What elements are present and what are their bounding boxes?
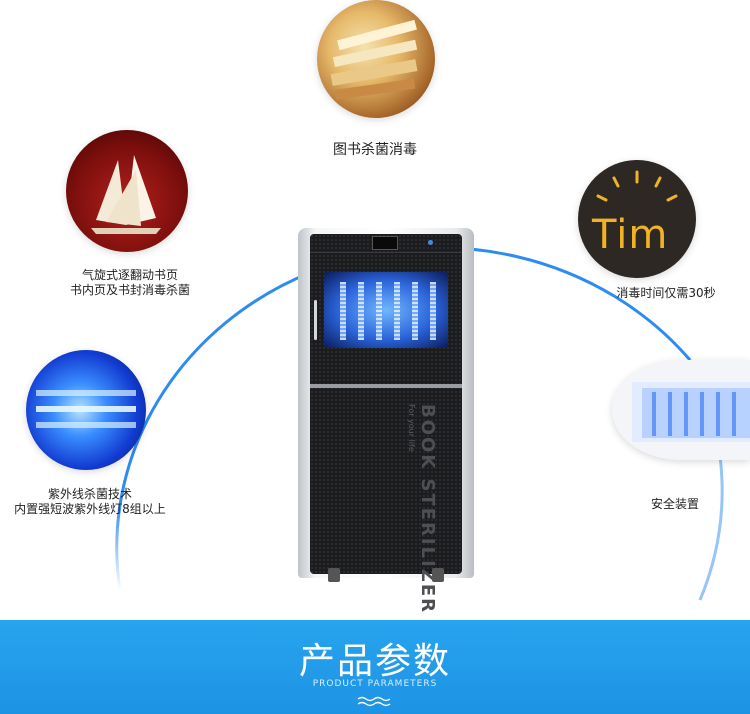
book-rack	[340, 282, 346, 340]
door-handle	[314, 300, 317, 340]
feature-label-30-seconds: 消毒时间仅需30秒	[616, 286, 716, 300]
sterilizer-chamber-photo	[612, 360, 750, 460]
uv-chamber-window	[324, 272, 448, 348]
feature-label-page-turning-line1: 气旋式逐翻动书页	[81, 268, 178, 282]
product-parameters-banner: 产品参数 PRODUCT PARAMETERS	[0, 620, 750, 714]
open-book-icon	[91, 155, 161, 234]
book-rack	[394, 282, 400, 340]
book-rack	[412, 282, 418, 340]
power-indicator-icon	[428, 240, 433, 245]
machine-text-for-your-life: For your life	[407, 404, 416, 452]
uv-light-photo	[26, 350, 146, 470]
feature-label-uv-tech-line1: 紫外线杀菌技术	[47, 487, 132, 501]
book-rack	[358, 282, 364, 340]
machine-divider	[310, 384, 462, 388]
feature-label-page-turning: 气旋式逐翻动书页 书内页及书封消毒杀菌	[40, 268, 220, 298]
machine-display	[372, 236, 398, 250]
machine-top-strip	[310, 234, 462, 253]
clock-graphic-text: Tim	[592, 212, 669, 258]
section-subtitle: PRODUCT PARAMETERS	[312, 679, 438, 689]
clock-icon	[596, 170, 678, 202]
uv-lamp-icon	[36, 390, 136, 428]
open-book-photo	[66, 130, 188, 252]
feature-label-safety: 安全装置	[650, 497, 699, 511]
book-pages-photo	[317, 0, 435, 118]
book-sterilizer-machine: BOOK STERILIZER For your life	[298, 228, 474, 615]
machine-vertical-text: BOOK STERILIZER For your life	[407, 404, 454, 615]
book-stack-icon	[330, 19, 418, 100]
book-rack	[376, 282, 382, 340]
feature-label-page-turning-line2: 书内页及书封消毒杀菌	[69, 283, 190, 297]
feature-label-uv-tech-line2: 内置强短波紫外线灯8组以上	[14, 502, 166, 516]
section-title: 产品参数	[298, 641, 451, 682]
book-rack	[430, 282, 436, 340]
machine-foot	[328, 568, 340, 582]
machine-front-panel: BOOK STERILIZER For your life	[310, 234, 462, 615]
hero-feature-stage: 图书杀菌消毒 气旋式逐翻动书页 书内页及书封消毒杀菌 Tim 消毒时间仅需30秒	[0, 0, 750, 615]
machine-foot	[432, 568, 444, 582]
feature-label-book-sterilize: 图书杀菌消毒	[333, 142, 417, 158]
feature-label-uv-tech: 紫外线杀菌技术 内置强短波紫外线灯8组以上	[0, 487, 180, 517]
clock-time-graphic: Tim	[578, 160, 696, 278]
machine-text-book-sterilizer: BOOK STERILIZER	[417, 404, 438, 615]
chamber-icon	[632, 382, 750, 442]
wave-divider-icon	[357, 696, 391, 707]
